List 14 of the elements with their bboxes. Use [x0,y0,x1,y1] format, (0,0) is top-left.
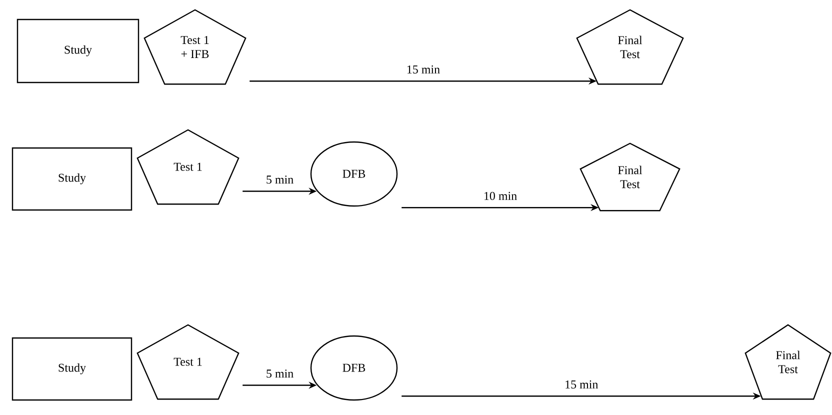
test-pentagon: Test 1 [136,324,240,400]
edge-label: 5 min [264,174,295,185]
test-pentagon: Final Test [576,9,684,85]
process-box: Study [12,147,132,211]
test-pentagon: Test 1 [136,129,240,205]
edge-label: 5 min [264,368,295,379]
test-pentagon: Final Test [744,324,832,400]
edge-label: 15 min [564,379,600,390]
edge-label: 15 min [405,64,442,74]
edge-label: 10 min [482,190,518,201]
test-pentagon: Test 1 + IFB [144,9,246,85]
process-box: Study [12,337,132,401]
test-pentagon: Final Test [580,142,680,212]
process-box: Study [16,18,140,84]
